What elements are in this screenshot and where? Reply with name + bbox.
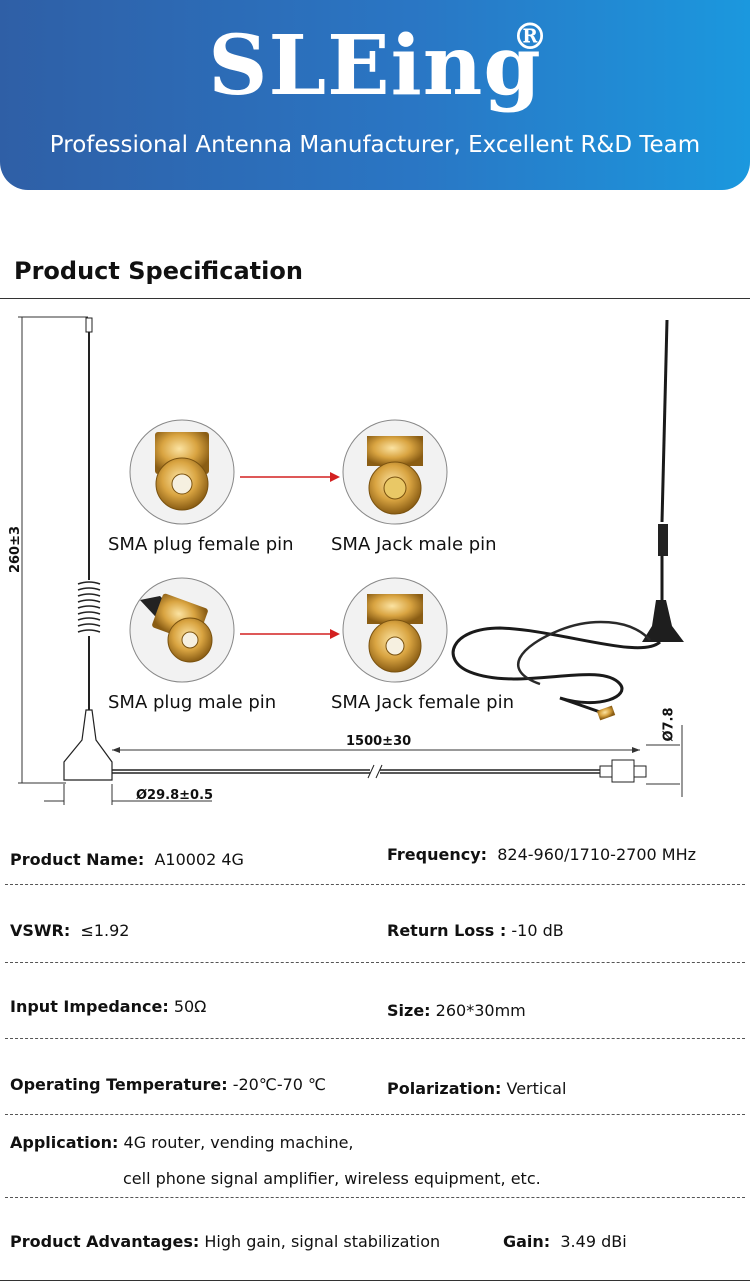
connector-label: SMA plug female pin <box>108 534 294 555</box>
row-divider <box>5 884 745 885</box>
bottom-divider <box>0 1280 750 1281</box>
spec-polarization: Polarization: Vertical <box>387 1079 567 1098</box>
spec-vswr: VSWR: ≤1.92 <box>10 921 130 940</box>
registered-mark: ® <box>512 16 548 58</box>
row-divider <box>5 1038 745 1039</box>
spec-size: Size: 260*30mm <box>387 1001 526 1020</box>
plug-diameter-dimension: Ø7.8 <box>661 707 677 742</box>
product-figure: 260±3 1500±30 Ø29.8±0.5 Ø7.8 SMA plug fe… <box>0 300 750 820</box>
spec-gain: Gain: 3.49 dBi <box>503 1232 627 1251</box>
connector-sma-plug-male-pin <box>129 577 235 683</box>
spec-frequency: Frequency: 824-960/1710-2700 MHz <box>387 845 696 864</box>
section-title: Product Specification <box>14 257 303 285</box>
height-dimension: 260±3 <box>8 525 24 574</box>
spec-return-loss: Return Loss : -10 dB <box>387 921 564 940</box>
antenna-drawing <box>18 316 684 805</box>
cable-length-dimension: 1500±30 <box>346 734 412 749</box>
spec-product-name: Product Name: A10002 4G <box>10 850 244 869</box>
brand-logo: SLEing <box>208 18 542 114</box>
spec-input-impedance: Input Impedance: 50Ω <box>10 997 207 1016</box>
connector-sma-plug-female-pin <box>129 419 235 525</box>
connector-label: SMA plug male pin <box>108 692 277 713</box>
connector-sma-jack-male-pin <box>342 419 448 525</box>
base-diameter-dimension: Ø29.8±0.5 <box>136 788 214 803</box>
coil <box>77 581 101 633</box>
spec-application-continued: cell phone signal amplifier, wireless eq… <box>123 1169 541 1188</box>
row-divider <box>5 962 745 963</box>
product-photo <box>451 319 684 721</box>
spec-operating-temperature: Operating Temperature: -20℃-70 ℃ <box>10 1075 327 1094</box>
connector-label: SMA Jack male pin <box>331 534 497 555</box>
connector-label: SMA Jack female pin <box>331 692 514 713</box>
spec-application: Application: 4G router, vending machine, <box>10 1133 354 1152</box>
row-divider <box>5 1197 745 1198</box>
header-banner <box>0 0 750 190</box>
connector-sma-jack-female-pin <box>342 577 448 683</box>
spec-product-advantages: Product Advantages: High gain, signal st… <box>10 1232 441 1251</box>
section-divider <box>0 298 750 299</box>
tagline: Professional Antenna Manufacturer, Excel… <box>49 132 701 158</box>
row-divider <box>5 1114 745 1115</box>
